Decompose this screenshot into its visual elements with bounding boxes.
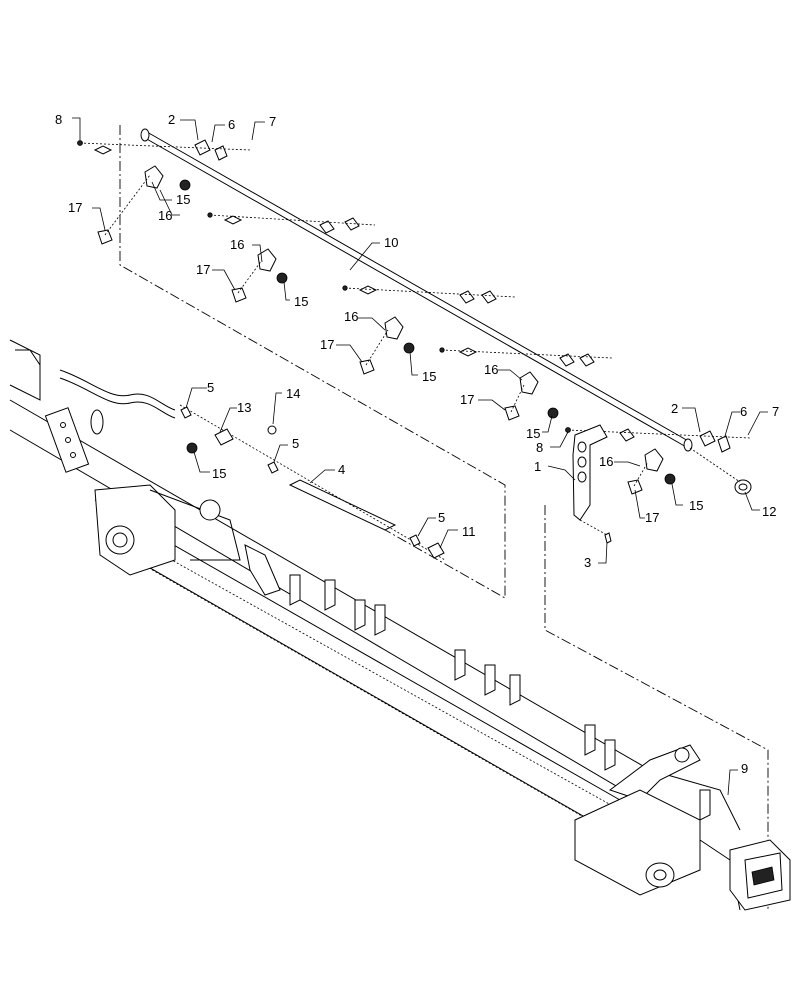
- mount-bracket: [572, 424, 612, 544]
- callout-15-c: 15: [422, 369, 436, 384]
- callout-15-b: 15: [294, 294, 308, 309]
- callout-16-c: 16: [344, 309, 358, 324]
- callout-2-a: 2: [168, 112, 175, 127]
- callout-10: 10: [384, 235, 398, 250]
- callout-7-a: 7: [269, 114, 276, 129]
- callout-12: 12: [762, 504, 776, 519]
- callout-16-b: 16: [230, 237, 244, 252]
- callout-4: 4: [338, 462, 345, 477]
- callout-14: 14: [286, 386, 300, 401]
- tube-assembly: [140, 128, 693, 452]
- nozzle-groups: [97, 165, 752, 495]
- callout-6-a: 6: [228, 117, 235, 132]
- callout-5-a: 5: [207, 380, 214, 395]
- callout-17-a: 17: [68, 200, 82, 215]
- callout-17-d: 17: [460, 392, 474, 407]
- callout-17-e: 17: [645, 510, 659, 525]
- detail-boundary-upper: [119, 125, 506, 599]
- callout-5-b: 5: [292, 436, 299, 451]
- callout-8-a: 8: [55, 112, 62, 127]
- hose-assembly: [179, 404, 446, 561]
- callout-9: 9: [741, 761, 748, 776]
- callout-16-a: 16: [158, 208, 172, 223]
- callout-17-b: 17: [196, 262, 210, 277]
- tube-clamps: [77, 139, 751, 453]
- callout-7-b: 7: [772, 404, 779, 419]
- callout-8-b: 8: [536, 440, 543, 455]
- callout-15-a: 15: [176, 192, 190, 207]
- callout-5-c: 5: [438, 510, 445, 525]
- callout-11: 11: [462, 524, 476, 539]
- callout-17-c: 17: [320, 337, 334, 352]
- detail-boundary-right: [544, 505, 769, 910]
- callout-15-d: 15: [526, 426, 540, 441]
- main-frame: [9, 339, 791, 911]
- callout-16-e: 16: [599, 454, 613, 469]
- callout-15-e: 15: [689, 498, 703, 513]
- callout-16-d: 16: [484, 362, 498, 377]
- callout-13: 13: [237, 400, 251, 415]
- callout-3: 3: [584, 555, 591, 570]
- callout-15-f: 15: [212, 466, 226, 481]
- callout-1: 1: [534, 459, 541, 474]
- frame-brackets: [289, 574, 711, 821]
- callout-2-b: 2: [671, 401, 678, 416]
- callout-6-b: 6: [740, 404, 747, 419]
- leader-lines: [72, 117, 768, 796]
- callout-labels: 8 2 6 7 17 15 16 10 16 17 15 16 17 15 16…: [55, 112, 779, 776]
